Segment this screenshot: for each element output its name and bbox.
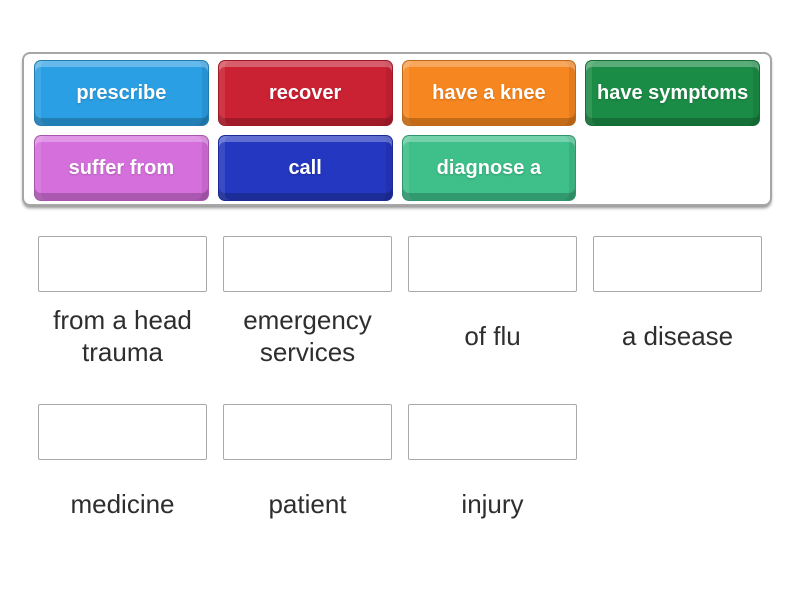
drop-zone-of-flu[interactable] <box>408 236 577 292</box>
match-label: a disease <box>621 321 734 351</box>
match-item: emergency services <box>223 236 392 368</box>
match-item: from a head trauma <box>38 236 207 368</box>
word-tile-have-symptoms[interactable]: have symptoms <box>585 60 760 126</box>
drop-zone-medicine[interactable] <box>38 404 207 460</box>
match-label: emergency services <box>243 305 372 367</box>
drop-zone-patient[interactable] <box>223 404 392 460</box>
match-item: medicine <box>38 404 207 536</box>
match-label: of flu <box>464 321 521 351</box>
match-item: injury <box>408 404 577 536</box>
drop-zone-from-a-head-trauma[interactable] <box>38 236 207 292</box>
match-label: injury <box>461 489 524 519</box>
match-item: a disease <box>593 236 762 368</box>
match-item: of flu <box>408 236 577 368</box>
match-label: from a head trauma <box>53 305 192 367</box>
word-tile-prescribe[interactable]: prescribe <box>34 60 209 126</box>
word-tile-diagnose-a[interactable]: diagnose a <box>401 135 577 201</box>
match-row-1: from a head trauma emergency services of… <box>38 236 762 368</box>
match-label: medicine <box>70 489 175 519</box>
word-tile-have-a-knee[interactable]: have a knee <box>401 60 577 126</box>
word-tile-recover[interactable]: recover <box>217 60 393 126</box>
drop-zone-a-disease[interactable] <box>593 236 762 292</box>
match-row-2: medicine patient injury <box>38 404 577 536</box>
match-item: patient <box>223 404 392 536</box>
word-tile-call[interactable]: call <box>217 135 393 201</box>
match-label: patient <box>268 489 347 519</box>
word-tile-suffer-from[interactable]: suffer from <box>34 135 209 201</box>
drop-zone-injury[interactable] <box>408 404 577 460</box>
drop-zone-emergency-services[interactable] <box>223 236 392 292</box>
word-bank-panel: prescribe recover have a knee have sympt… <box>22 52 772 206</box>
